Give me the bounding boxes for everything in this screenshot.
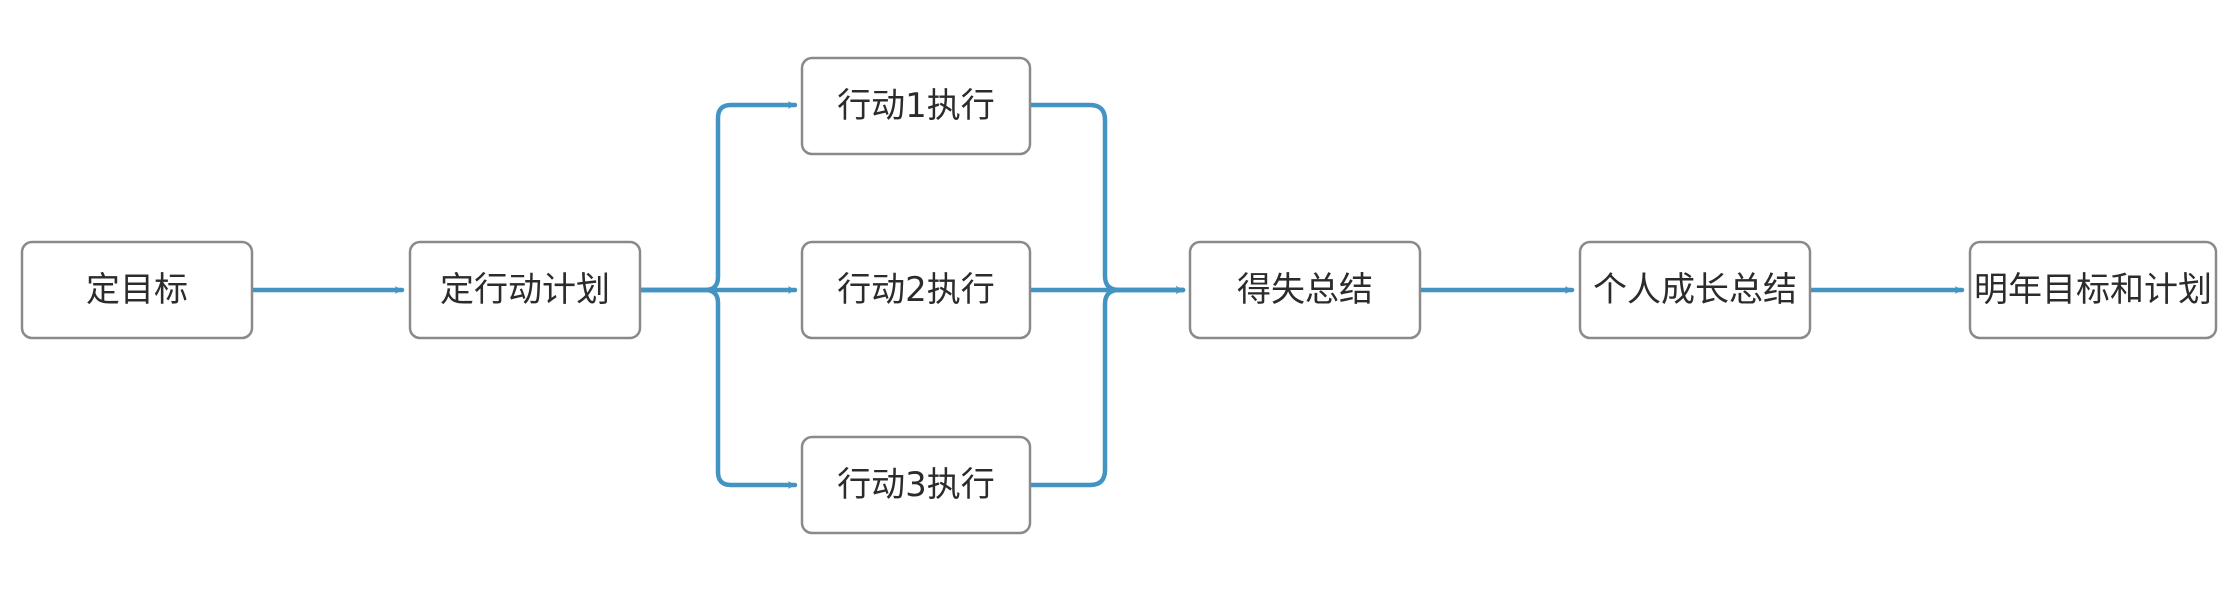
node-gains-losses-summary-label: 得失总结 (1237, 270, 1373, 310)
node-action-3: 行动3执行 (800, 435, 1032, 535)
edge-plan-to-action-1 (639, 101, 798, 293)
node-gains-losses-summary: 得失总结 (1188, 240, 1422, 340)
node-action-3-label: 行动3执行 (837, 465, 995, 505)
node-set-goal: 定目标 (20, 240, 254, 340)
node-action-1-label: 行动1执行 (837, 86, 995, 126)
node-set-goal-label: 定目标 (86, 270, 188, 310)
node-personal-growth-summary: 个人成长总结 (1578, 240, 1812, 340)
edge-plan-to-action-3 (639, 287, 798, 489)
node-next-year-plan: 明年目标和计划 (1968, 240, 2218, 340)
edge-action-1-to-summary (1027, 102, 1186, 294)
node-personal-growth-summary-label: 个人成长总结 (1593, 270, 1797, 310)
node-action-plan-label: 定行动计划 (440, 270, 610, 310)
node-next-year-plan-label: 明年目标和计划 (1974, 270, 2212, 310)
node-action-2: 行动2执行 (800, 240, 1032, 340)
node-action-2-label: 行动2执行 (837, 270, 995, 310)
node-action-plan: 定行动计划 (408, 240, 642, 340)
node-action-1: 行动1执行 (800, 56, 1032, 156)
edges (250, 101, 1965, 489)
edge-action-3-to-summary (1027, 286, 1186, 488)
